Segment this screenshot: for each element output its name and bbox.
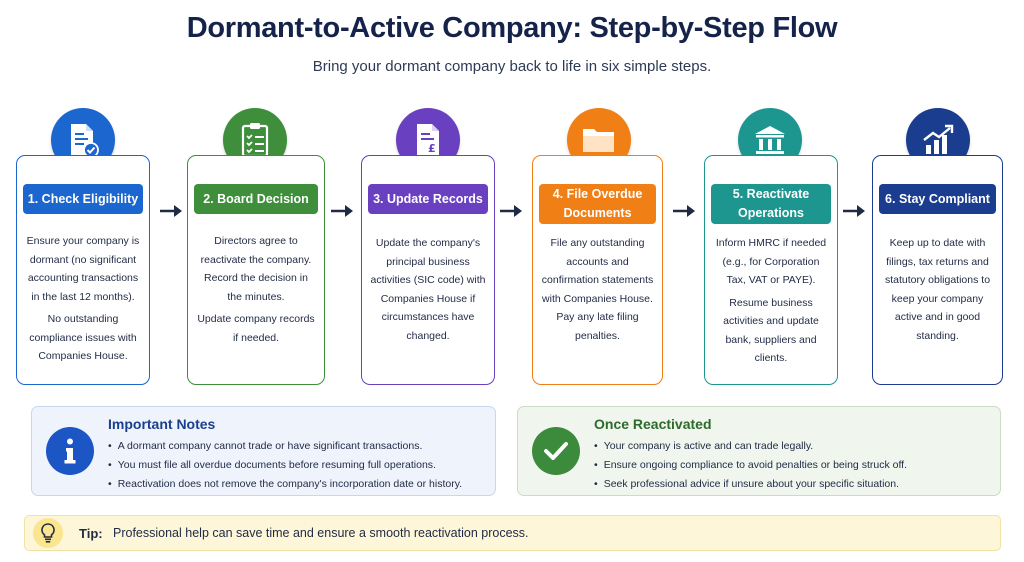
step-label: 6. Stay Compliant [879,184,996,214]
page-title: Dormant-to-Active Company: Step-by-Step … [186,12,838,44]
step-card-file-overdue-documents: 4. File Overdue Documents File any outst… [532,155,663,385]
arrow-right-icon [843,205,865,217]
tip-label: Tip: [79,526,103,541]
once-reactivated-panel: Once Reactivated Your company is active … [517,406,1001,496]
arrow-right-icon [160,205,182,217]
step-description: Inform HMRC if needed (e.g., for Corpora… [715,237,827,364]
important-notes-panel: Important Notes A dormant company cannot… [31,406,496,496]
checkmark-icon [532,427,580,475]
list-item: Reactivation does not remove the company… [108,475,462,494]
arrow-right-icon [500,205,522,217]
list-item: Your company is active and can trade leg… [594,437,907,456]
list-item: You must file all overdue documents befo… [108,456,462,475]
list-item: Ensure ongoing compliance to avoid penal… [594,456,907,475]
tip-banner: Tip: Professional help can save time and… [24,515,1001,551]
list-item: Seek professional advice if unsure about… [594,475,907,494]
tip-text: Professional help can save time and ensu… [113,526,529,540]
step-label: 3. Update Records [368,184,488,214]
step-card-board-decision: 2. Board Decision Directors agree to rea… [187,155,325,385]
panel-title: Important Notes [108,416,216,432]
step-description: Update the company's principal business … [370,237,486,342]
panel-title: Once Reactivated [594,416,712,432]
step-label: 5. Reactivate Operations [711,184,831,224]
page-subtitle: Bring your dormant company back to life … [312,58,712,75]
lightbulb-icon [33,518,63,548]
step-description: Ensure your company is dormant (no signi… [26,235,140,362]
arrow-right-icon [331,205,353,217]
notes-list: A dormant company cannot trade or have s… [108,437,462,494]
step-card-stay-compliant: 6. Stay Compliant Keep up to date with f… [872,155,1003,385]
step-card-check-eligibility: 1. Check Eligibility Ensure your company… [16,155,150,385]
step-label: 2. Board Decision [194,184,318,214]
list-item: A dormant company cannot trade or have s… [108,437,462,456]
step-description: Keep up to date with filings, tax return… [884,237,991,342]
step-card-update-records: 3. Update Records Update the company's p… [361,155,495,385]
arrow-right-icon [673,205,695,217]
reactivated-list: Your company is active and can trade leg… [594,437,907,494]
step-description: Directors agree to reactivate the compan… [197,235,315,344]
step-card-reactivate-operations: 5. Reactivate Operations Inform HMRC if … [704,155,838,385]
step-label: 1. Check Eligibility [23,184,143,214]
step-label: 4. File Overdue Documents [539,184,656,224]
info-icon [46,427,94,475]
step-description: File any outstanding accounts and confir… [541,237,654,342]
svg-text:£: £ [428,142,436,155]
